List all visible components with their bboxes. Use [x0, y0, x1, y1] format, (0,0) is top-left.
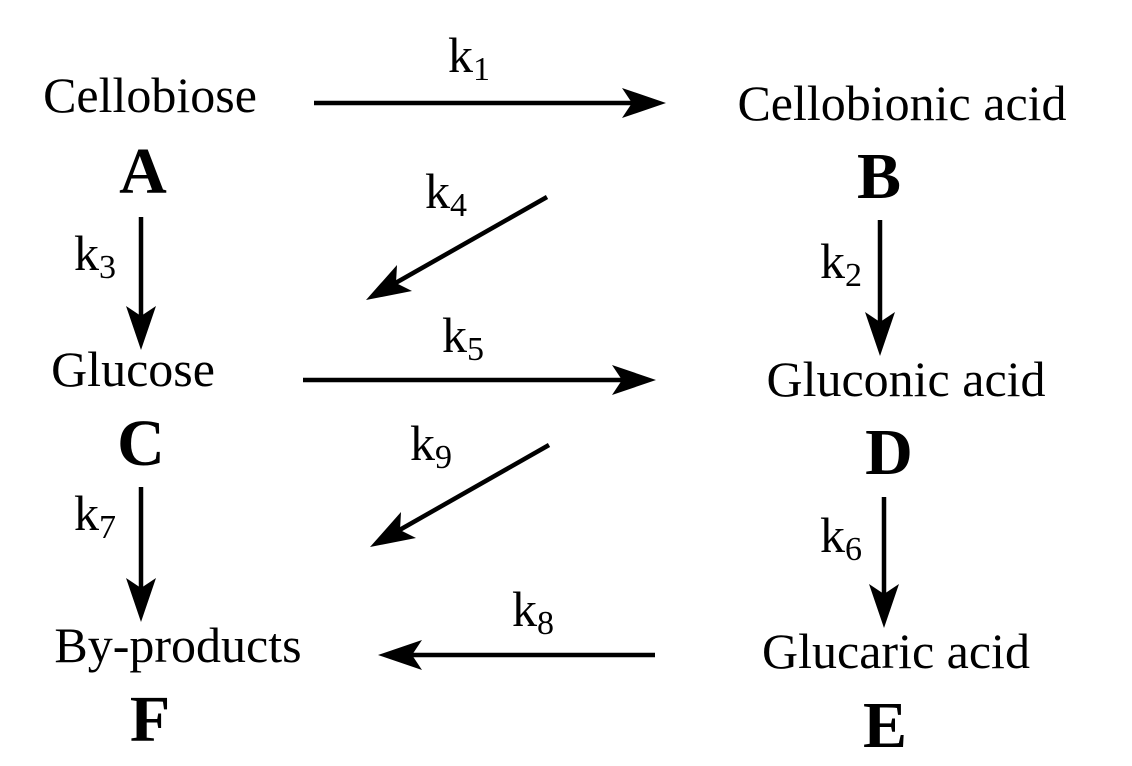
node-cellobionic-acid: Cellobionic acid B: [737, 75, 1066, 213]
label-k1: k1: [448, 27, 490, 88]
label-k3: k3: [74, 225, 116, 286]
arrow-k9: k9: [370, 415, 551, 547]
node-cellobiose-letter: A: [119, 135, 167, 208]
arrow-k3: k3: [74, 217, 156, 350]
arrow-k2-head: [865, 312, 895, 356]
node-glucose-letter: C: [117, 407, 165, 480]
node-glucose-name: Glucose: [51, 341, 215, 397]
arrow-k7-head: [126, 578, 156, 622]
arrow-k6-head: [869, 584, 899, 628]
label-k8: k8: [512, 581, 554, 642]
arrow-k8-head: [378, 640, 422, 670]
node-by-products-name: By-products: [54, 617, 301, 673]
arrow-k1: k1: [314, 27, 666, 118]
node-glucaric-acid-letter: E: [863, 689, 907, 762]
node-by-products-letter: F: [130, 683, 170, 756]
arrow-k7: k7: [74, 485, 156, 622]
arrow-k9-head: [370, 512, 416, 547]
label-k5: k5: [442, 307, 484, 368]
arrow-k3-head: [126, 306, 156, 350]
arrow-k8: k8: [378, 581, 655, 670]
label-k2: k2: [820, 233, 862, 294]
node-gluconic-acid: Gluconic acid D: [766, 351, 1045, 489]
arrow-k4-head: [366, 265, 412, 300]
node-glucaric-acid-name: Glucaric acid: [762, 623, 1030, 679]
node-glucose: Glucose C: [51, 341, 215, 480]
node-cellobiose: Cellobiose A: [43, 67, 257, 208]
arrow-k4: k4: [366, 163, 549, 300]
node-cellobiose-name: Cellobiose: [43, 67, 257, 123]
arrow-k9-shaft: [394, 443, 551, 534]
node-by-products: By-products F: [54, 617, 301, 756]
arrow-k5-head: [612, 365, 656, 395]
arrow-k6: k6: [820, 497, 899, 628]
node-cellobionic-acid-letter: B: [857, 140, 901, 213]
arrow-k5: k5: [303, 307, 656, 395]
arrow-k1-head: [622, 88, 666, 118]
node-gluconic-acid-name: Gluconic acid: [766, 351, 1045, 407]
node-glucaric-acid: Glucaric acid E: [762, 623, 1030, 762]
label-k6: k6: [820, 507, 862, 568]
node-gluconic-acid-letter: D: [865, 416, 913, 489]
arrow-k4-shaft: [390, 195, 549, 287]
node-cellobionic-acid-name: Cellobionic acid: [737, 75, 1066, 131]
label-k7: k7: [74, 485, 116, 546]
label-k4: k4: [425, 163, 467, 224]
label-k9: k9: [410, 415, 452, 476]
arrow-k2: k2: [820, 220, 895, 356]
